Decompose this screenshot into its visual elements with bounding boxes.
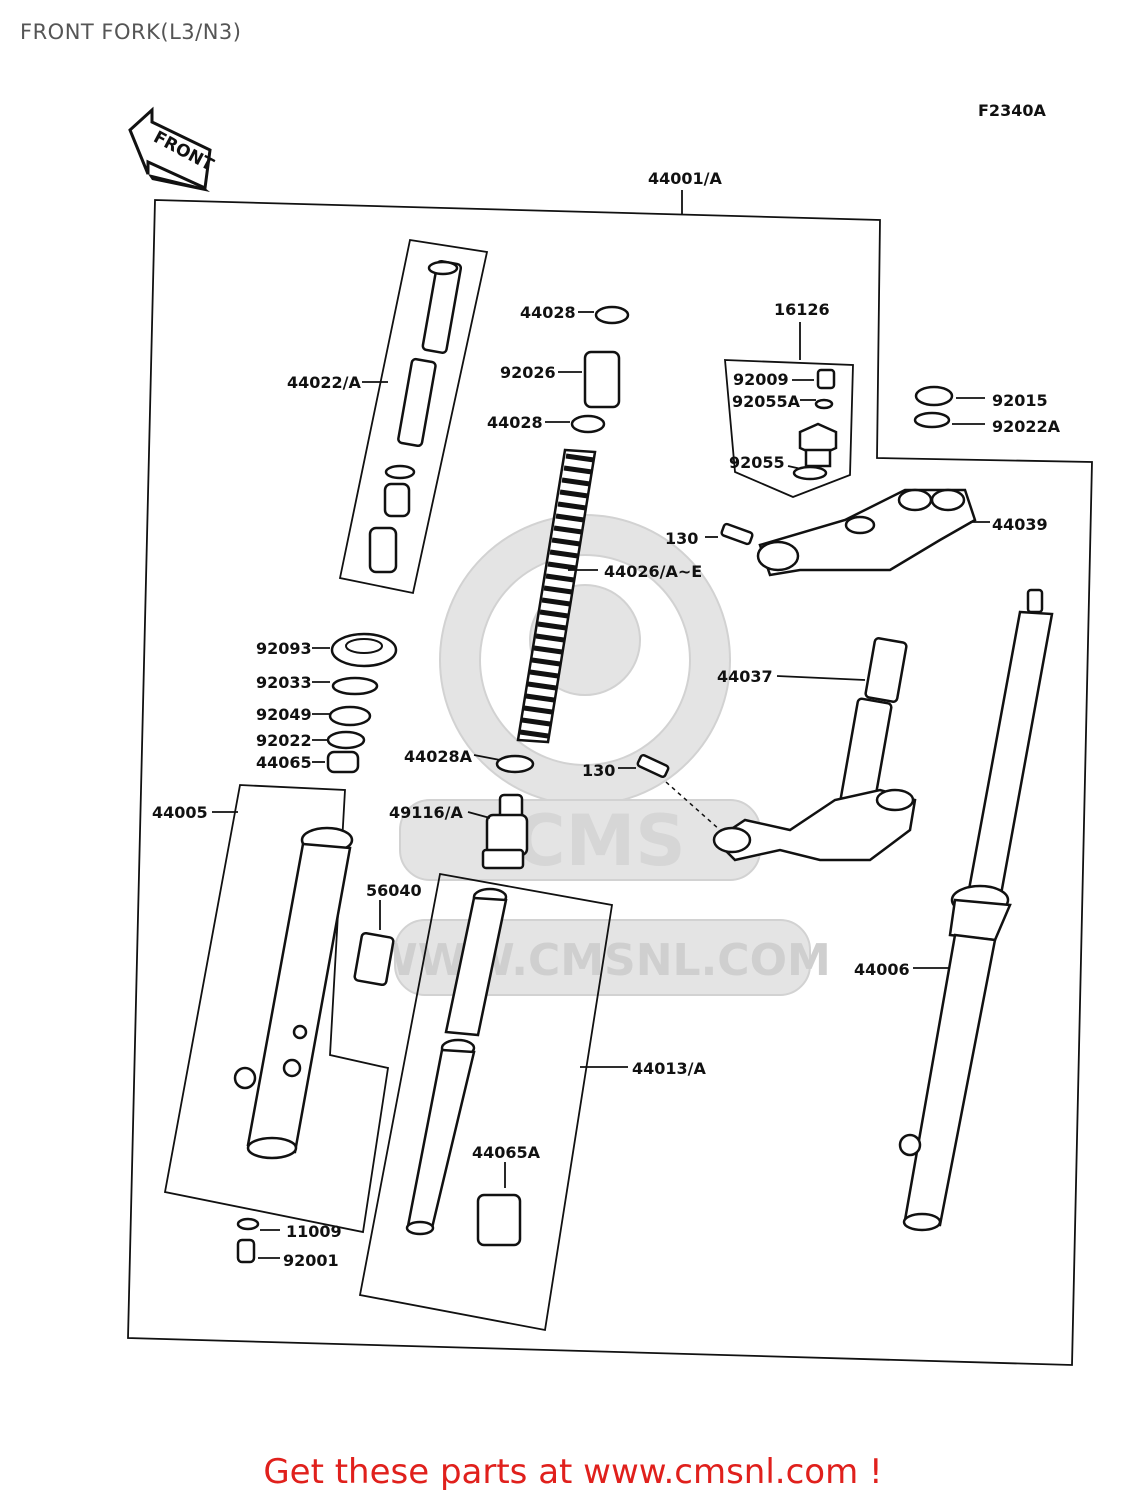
parts-diagram: CMS WWW.CMSNL.COM FRONT F2340A 44001/A 4… <box>127 101 1093 1366</box>
circlip-92033 <box>331 676 379 696</box>
label-130-top: 130 <box>665 529 698 548</box>
washer-44028-top <box>594 305 630 325</box>
washer-44028A <box>495 754 535 774</box>
upper-bracket <box>756 488 977 577</box>
oring-92055A <box>814 398 834 410</box>
footer-link[interactable]: Get these parts at www.cmsnl.com ! <box>263 1452 883 1492</box>
label-44006: 44006 <box>854 960 910 979</box>
label-44022A: 44022/A <box>287 373 362 392</box>
label-16126: 16126 <box>774 300 830 319</box>
label-92015: 92015 <box>992 391 1048 410</box>
bushing-44065A <box>476 1193 522 1247</box>
label-92022A: 92022A <box>992 417 1061 436</box>
label-130-mid: 130 <box>582 761 615 780</box>
label-92033: 92033 <box>256 673 312 692</box>
front-arrow-icon: FRONT <box>128 106 217 192</box>
label-44013A: 44013/A <box>632 1059 707 1078</box>
label-92049: 92049 <box>256 705 312 724</box>
washer-92022 <box>326 730 366 750</box>
label-44065: 44065 <box>256 753 312 772</box>
collar-92026 <box>583 350 621 409</box>
label-44037: 44037 <box>717 667 773 686</box>
bolt-130-mid <box>636 753 670 779</box>
assembly-outline <box>127 199 1093 1366</box>
bolt-92009 <box>816 368 836 390</box>
washer-11009 <box>236 1217 260 1231</box>
washer-92022A <box>913 411 951 429</box>
label-44026: 44026/A~E <box>604 562 702 581</box>
label-44001A: 44001/A <box>648 169 723 188</box>
watermark-brand: CMS <box>514 800 685 882</box>
label-56040: 56040 <box>366 881 422 900</box>
label-92001: 92001 <box>283 1251 339 1270</box>
label-92055: 92055 <box>729 453 785 472</box>
page-title: FRONT FORK(L3/N3) <box>20 20 242 44</box>
label-44005: 44005 <box>152 803 208 822</box>
nut-92015 <box>914 385 954 407</box>
oil-seal-92049 <box>328 705 372 727</box>
label-92055A: 92055A <box>732 392 801 411</box>
fork-spring <box>516 448 597 744</box>
oring-92055 <box>792 465 828 481</box>
figure-code: F2340A <box>978 101 1046 120</box>
label-44028-top: 44028 <box>520 303 576 322</box>
label-92093: 92093 <box>256 639 312 658</box>
steering-stem <box>712 637 917 862</box>
label-44039: 44039 <box>992 515 1048 534</box>
damper-rod <box>368 259 463 574</box>
label-92022: 92022 <box>256 731 312 750</box>
cylinder-49116 <box>481 793 529 870</box>
fork-tube-right <box>898 588 1054 1232</box>
slide-bushing-56040 <box>353 931 395 987</box>
outer-tube-left <box>233 826 354 1160</box>
bolt-92001 <box>236 1238 256 1264</box>
bushing-44065 <box>326 750 360 774</box>
label-44028-mid: 44028 <box>487 413 543 432</box>
inner-tube <box>405 887 508 1236</box>
label-49116A: 49116/A <box>389 803 464 822</box>
label-11009: 11009 <box>286 1222 342 1241</box>
label-92026: 92026 <box>500 363 556 382</box>
label-44065A: 44065A <box>472 1143 541 1162</box>
fork-cap-bolt <box>798 422 838 468</box>
label-44028A: 44028A <box>404 747 473 766</box>
bolt-130-top <box>720 522 754 546</box>
washer-44028-mid <box>570 414 606 434</box>
label-92009: 92009 <box>733 370 789 389</box>
